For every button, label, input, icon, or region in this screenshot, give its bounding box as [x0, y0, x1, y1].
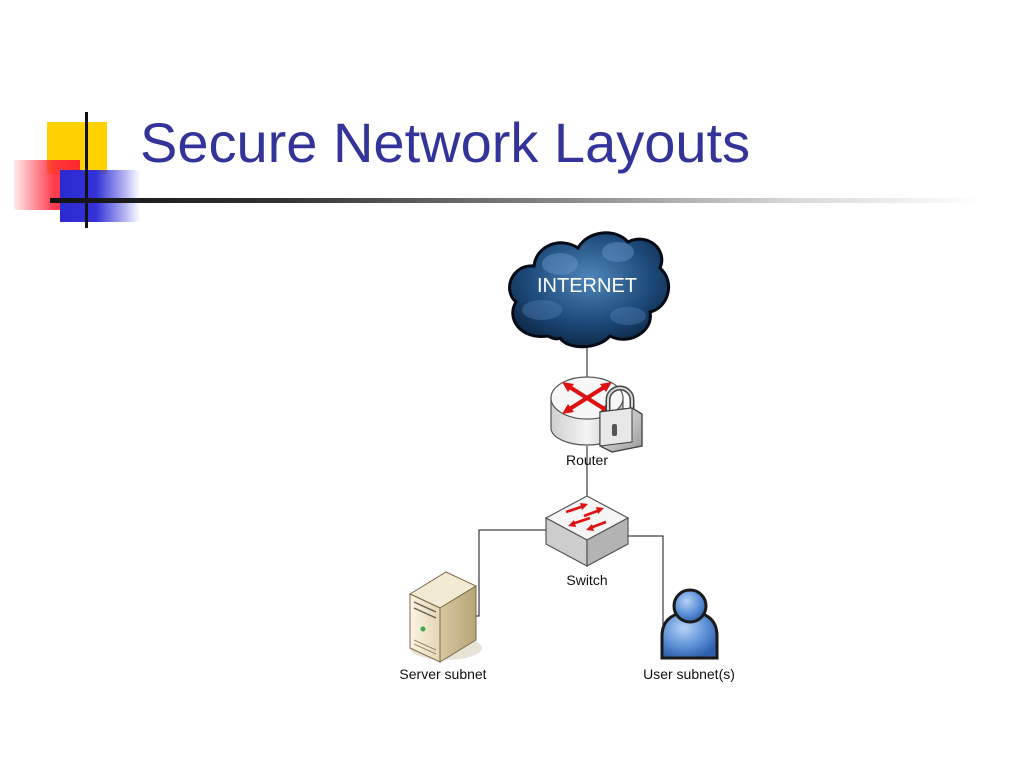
switch-icon	[544, 495, 630, 568]
server-node: Server subnet	[399, 571, 487, 682]
lock-icon	[599, 385, 643, 453]
server-icon	[408, 571, 482, 663]
switch-node: Switch	[544, 495, 630, 588]
cloud-icon	[508, 231, 671, 349]
internet-label: INTERNET	[537, 275, 637, 297]
router-lock-icon	[550, 376, 643, 453]
decor-blue-square	[60, 170, 140, 222]
server-label: Server subnet	[399, 666, 486, 682]
user-label: User subnet(s)	[643, 666, 735, 682]
slide-title: Secure Network Layouts	[140, 111, 751, 174]
user-node: User subnet(s)	[643, 588, 735, 682]
switch-label: Switch	[566, 572, 607, 588]
router-node: Router	[550, 376, 643, 468]
router-label: Router	[566, 452, 608, 468]
decor-vertical-line	[85, 112, 88, 228]
decor-title-underline	[50, 198, 980, 203]
internet-node: INTERNET	[508, 231, 671, 349]
user-icon	[660, 588, 719, 660]
